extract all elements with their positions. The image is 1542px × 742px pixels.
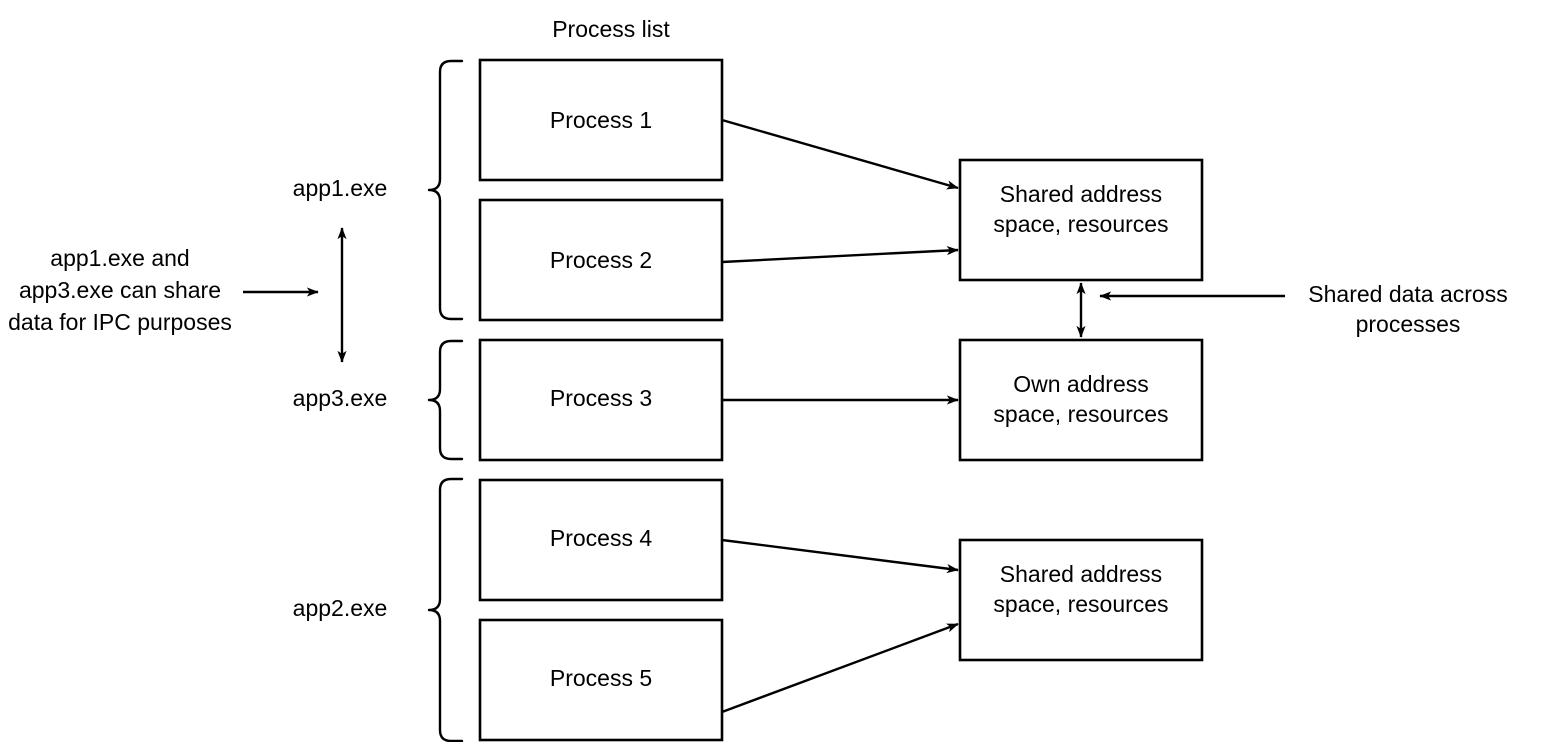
process-list-header: Process list — [552, 16, 670, 42]
group-label-app3: app3.exe — [293, 385, 388, 411]
memory-box-shared-bottom-line-2: space, resources — [993, 591, 1168, 617]
memory-box-shared-bottom[interactable]: Shared address space, resources — [958, 538, 1204, 662]
process-box-5-rect — [478, 618, 724, 742]
process-box-4-label: Process 4 — [550, 525, 652, 551]
process-box-1-rect — [478, 58, 724, 182]
memory-box-own-rect — [958, 338, 1204, 462]
arrow-process5-to-shared-bottom — [721, 622, 959, 714]
brace-app3 — [427, 339, 464, 461]
process-box-4-rect — [478, 478, 724, 602]
arrow-process2-to-shared-top — [721, 245, 959, 264]
process-box-2[interactable]: Process 2 — [478, 198, 724, 322]
memory-box-shared-bottom-line-1: Shared address — [1000, 561, 1162, 587]
arrow-process4-to-shared-bottom — [721, 538, 959, 574]
right-note-line-1: Shared data across — [1308, 281, 1507, 307]
memory-box-shared-top-line-2: space, resources — [993, 211, 1168, 237]
right-note-line-2: processes — [1356, 311, 1461, 337]
memory-box-shared-top-line-1: Shared address — [1000, 181, 1162, 207]
process-box-3-label: Process 3 — [550, 385, 652, 411]
memory-box-own-line-1: Own address — [1013, 371, 1149, 397]
memory-box-shared-top-rect — [958, 158, 1204, 282]
left-note-line-2: app3.exe can share — [19, 277, 221, 303]
process-box-2-rect — [478, 198, 724, 322]
process-box-1[interactable]: Process 1 — [478, 58, 724, 182]
process-box-5[interactable]: Process 5 — [478, 618, 724, 742]
arrow-process1-to-shared-top — [721, 118, 959, 190]
process-box-2-label: Process 2 — [550, 247, 652, 273]
left-note-line-1: app1.exe and — [50, 245, 189, 271]
process-box-5-label: Process 5 — [550, 665, 652, 691]
brace-app2 — [427, 477, 464, 742]
memory-box-own[interactable]: Own address space, resources — [958, 338, 1204, 462]
memory-box-shared-bottom-rect — [958, 538, 1204, 662]
left-note-line-3: data for IPC purposes — [8, 309, 232, 335]
process-box-1-label: Process 1 — [550, 107, 652, 133]
brace-app1 — [427, 59, 464, 321]
process-box-3[interactable]: Process 3 — [478, 338, 724, 462]
memory-box-own-line-2: space, resources — [993, 401, 1168, 427]
group-label-app2: app2.exe — [293, 595, 388, 621]
memory-box-shared-top[interactable]: Shared address space, resources — [958, 158, 1204, 282]
group-label-app1: app1.exe — [293, 175, 388, 201]
process-box-4[interactable]: Process 4 — [478, 478, 724, 602]
process-box-3-rect — [478, 338, 724, 462]
